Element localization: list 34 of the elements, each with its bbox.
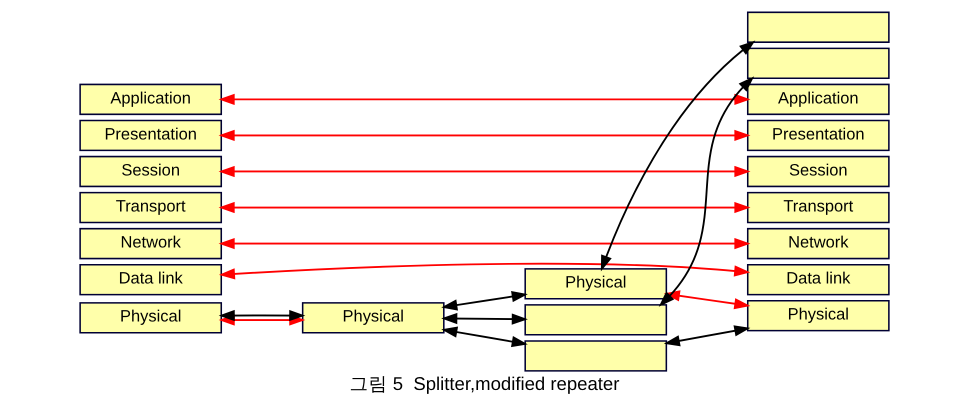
arrow	[218, 130, 750, 142]
node-box: Network	[79, 228, 222, 260]
caption: 그림 5 Splitter,modified repeater	[350, 372, 620, 394]
arrow	[218, 238, 750, 250]
arrow	[441, 290, 528, 311]
node-box: Network	[746, 228, 890, 260]
arrow	[600, 40, 756, 272]
node-box	[746, 12, 890, 43]
node-box: Transport	[79, 192, 222, 224]
arrow	[664, 325, 750, 346]
node-box: Transport	[746, 192, 890, 224]
arrow	[218, 166, 750, 178]
node-box: Data link	[746, 264, 890, 296]
arrow	[658, 76, 754, 307]
node-box	[524, 340, 668, 372]
node-box: Physical	[746, 300, 890, 332]
node-box: Presentation	[746, 120, 890, 152]
node-box: Session	[79, 156, 222, 188]
node-box: Session	[746, 156, 890, 188]
node-box: Application	[79, 84, 222, 116]
arrow	[441, 312, 528, 325]
arrow	[218, 94, 750, 105]
arrow	[218, 262, 750, 280]
node-box	[524, 304, 668, 336]
node-box: Application	[746, 84, 890, 116]
node-box: Physical	[79, 302, 222, 334]
arrow	[218, 202, 750, 214]
arrow	[218, 310, 306, 322]
arrow	[441, 326, 528, 348]
node-box	[746, 48, 890, 80]
node-box: Presentation	[79, 120, 222, 152]
node-box: Data link	[79, 264, 222, 296]
node-box: Physical	[302, 302, 445, 334]
node-box: Physical	[524, 268, 668, 300]
